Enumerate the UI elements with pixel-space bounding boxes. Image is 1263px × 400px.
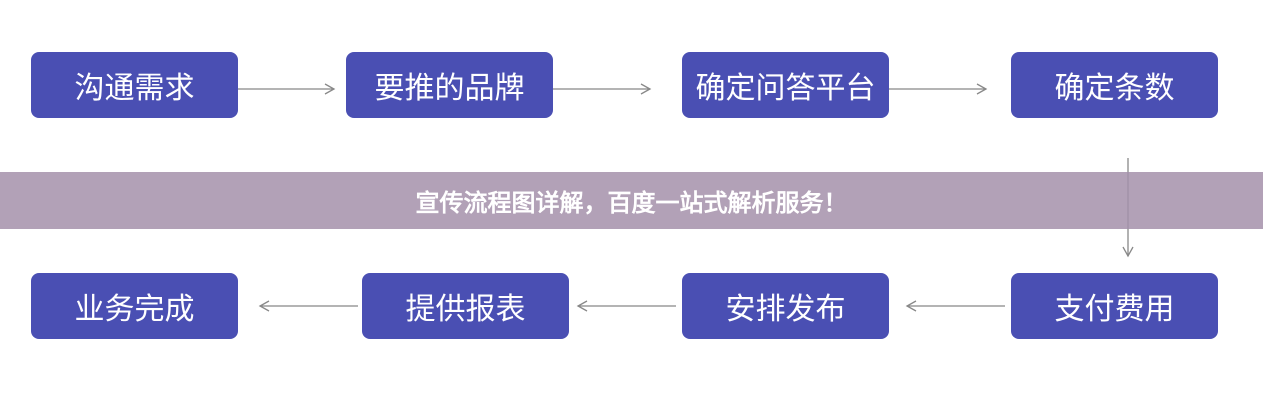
banner-title: 宣传流程图详解，百度一站式解析服务！ xyxy=(415,189,848,217)
step-pay-fees: 支付费用 xyxy=(1011,273,1218,339)
title-banner: 宣传流程图详解，百度一站式解析服务！ xyxy=(0,172,1263,229)
step-communicate-requirements: 沟通需求 xyxy=(31,52,238,118)
step-confirm-count: 确定条数 xyxy=(1011,52,1218,118)
step-provide-report: 提供报表 xyxy=(362,273,569,339)
step-brand-to-promote: 要推的品牌 xyxy=(346,52,553,118)
step-choose-qa-platform: 确定问答平台 xyxy=(682,52,889,118)
step-business-complete: 业务完成 xyxy=(31,273,238,339)
step-schedule-publishing: 安排发布 xyxy=(682,273,889,339)
